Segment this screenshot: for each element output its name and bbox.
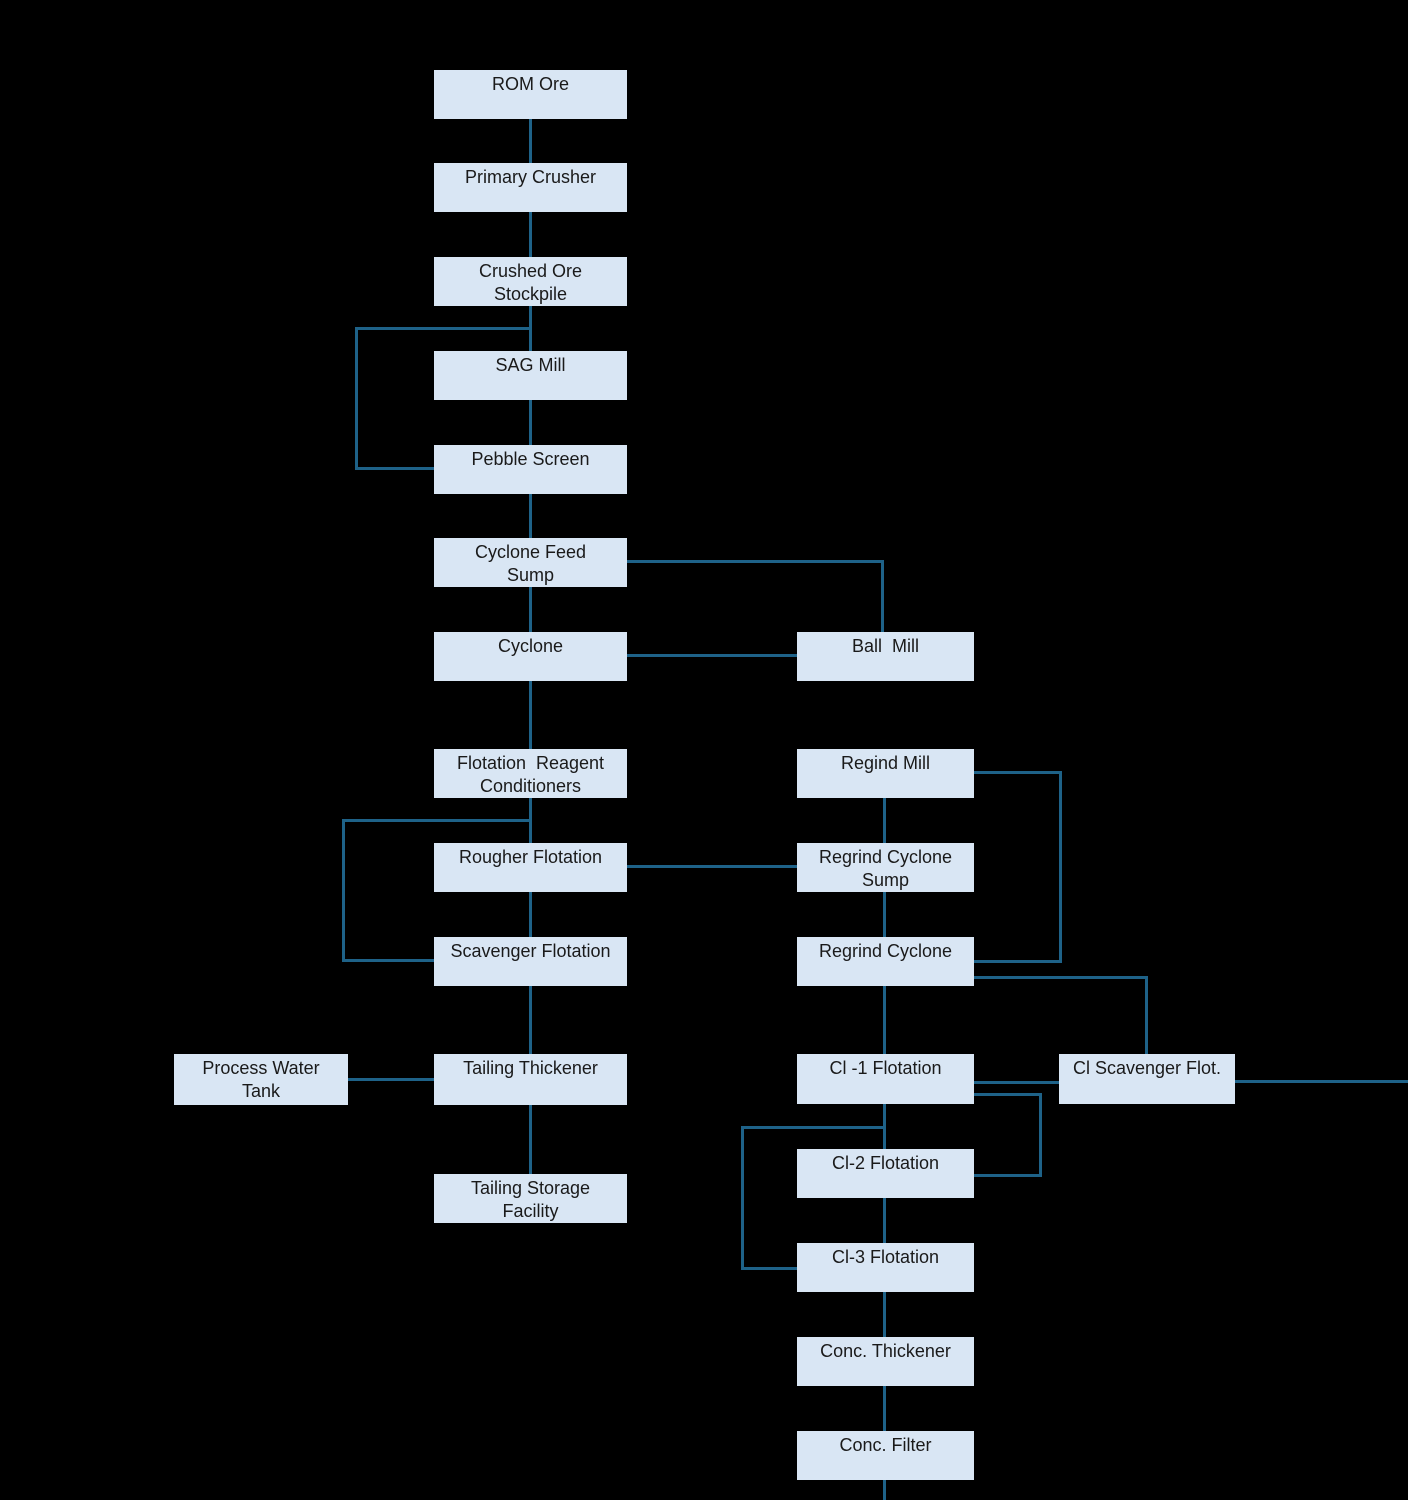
edge-conc-thickener--conc-filter xyxy=(883,1386,886,1432)
edge-cyclone-feed-sump--cyclone xyxy=(529,587,532,633)
node-conc-filter: Conc. Filter xyxy=(797,1431,974,1480)
node-label: Cl-2 Flotation xyxy=(831,1153,940,1173)
node-regind-mill: Regind Mill xyxy=(797,749,974,798)
edge-cl3-recycle-into-cl3 xyxy=(741,1267,800,1270)
node-label: Conditioners xyxy=(479,776,582,796)
edge-cyclone--ballmill xyxy=(627,654,797,657)
node-pebble-screen: Pebble Screen xyxy=(434,445,627,494)
node-primary-crusher: Primary Crusher xyxy=(434,163,627,212)
node-label: Rougher Flotation xyxy=(458,847,603,867)
edge-pebble-screen--cyclone-feed-sump xyxy=(529,494,532,539)
node-label: Cl -1 Flotation xyxy=(829,1058,942,1078)
edge-regrind-cyclone--clscav-v xyxy=(1145,976,1148,1055)
node-rougher-flotation: Rougher Flotation xyxy=(434,843,627,892)
node-label: Conc. Thickener xyxy=(820,1341,951,1361)
edge-cl3-recycle-up xyxy=(741,1126,744,1270)
node-label: Flotation Reagent xyxy=(456,753,605,773)
node-label: Conc. Filter xyxy=(839,1435,932,1455)
node-label: Cyclone xyxy=(497,636,564,656)
node-label: Primary Crusher xyxy=(464,167,597,187)
edge-regrind-sump--regrind-cyclone xyxy=(883,892,886,938)
node-label: Crushed Ore xyxy=(478,261,583,281)
edge-regind-recycle-into-cyclone xyxy=(974,960,1062,963)
node-label: Tailing Storage xyxy=(470,1178,591,1198)
node-regrind-cyclone: Regrind Cyclone xyxy=(797,937,974,986)
edge-regrind-cyclone--clscav-h xyxy=(974,976,1148,979)
edge-regind-mill--regrind-sump xyxy=(883,798,886,844)
node-label: Tank xyxy=(241,1081,281,1101)
node-label: Scavenger Flotation xyxy=(450,941,611,961)
edge-cyclone--conditioners xyxy=(529,681,532,750)
edge-pebble-recycle-top xyxy=(355,327,532,330)
edge-sag-mill--pebble-screen xyxy=(529,400,532,446)
edge-cl2-recycle-top xyxy=(965,1093,1042,1096)
edge-cl2-recycle-down xyxy=(1039,1093,1042,1177)
edge-conc-filter--out-bottom xyxy=(883,1480,886,1500)
node-label: Cl-3 Flotation xyxy=(831,1247,940,1267)
node-label: Regind Mill xyxy=(840,753,931,773)
node-label: Process Water xyxy=(202,1058,320,1078)
edge-pebble-recycle-into-screen xyxy=(355,467,435,470)
node-label: Pebble Screen xyxy=(471,449,590,469)
edge-regrind-cyclone--cl1 xyxy=(883,986,886,1055)
edge-clscav--out-right xyxy=(1235,1080,1408,1083)
edge-rougher--regrind-sump xyxy=(627,865,797,868)
edge-scavenger-recycle-into-scavenger xyxy=(342,959,435,962)
node-scavenger-flotation: Scavenger Flotation xyxy=(434,937,627,986)
edge-tailing-thickener--tsf xyxy=(529,1105,532,1175)
node-label: SAG Mill xyxy=(495,355,566,375)
node-label: Facility xyxy=(502,1201,559,1221)
edge-cl3-recycle-top xyxy=(741,1126,886,1129)
node-label: Sump xyxy=(506,565,555,585)
edge-scavenger--tailing-thickener xyxy=(529,986,532,1055)
edge-cl2-recycle-bottom xyxy=(974,1174,1042,1177)
node-conc-thickener: Conc. Thickener xyxy=(797,1337,974,1386)
edge-cl2--cl3 xyxy=(883,1198,886,1244)
edge-sump--ballmill-v xyxy=(881,560,884,633)
node-label: Cl Scavenger Flot. xyxy=(1072,1058,1222,1078)
node-label: Stockpile xyxy=(493,284,568,304)
node-cl-3-flotation: Cl-3 Flotation xyxy=(797,1243,974,1292)
node-label: Tailing Thickener xyxy=(463,1058,598,1078)
edge-regind-recycle-down xyxy=(1059,771,1062,963)
edge-rom-ore--primary-crusher xyxy=(529,119,532,164)
node-label: Cyclone Feed xyxy=(474,542,587,562)
edge-pwt--tailing-thickener xyxy=(348,1078,434,1081)
edge-sump--ballmill-h xyxy=(627,560,884,563)
node-cl-2-flotation: Cl-2 Flotation xyxy=(797,1149,974,1198)
node-tailing-thickener: Tailing Thickener xyxy=(434,1054,627,1105)
node-cl-1-flotation: Cl -1 Flotation xyxy=(797,1054,974,1104)
edge-primary-crusher--stockpile xyxy=(529,212,532,258)
node-label: Regrind Cyclone xyxy=(818,941,953,961)
node-label: Regrind Cyclone xyxy=(818,847,953,867)
node-rom-ore: ROM Ore xyxy=(434,70,627,119)
edge-cl1--clscav xyxy=(974,1081,1059,1084)
node-label: ROM Ore xyxy=(491,74,569,94)
node-sag-mill: SAG Mill xyxy=(434,351,627,400)
edge-cl3--conc-thickener xyxy=(883,1292,886,1338)
edge-rougher--scavenger xyxy=(529,892,532,938)
edge-regind-recycle-top xyxy=(974,771,1062,774)
node-label: Sump xyxy=(861,870,910,890)
edge-pebble-recycle-up xyxy=(355,327,358,470)
edge-scavenger-recycle-up xyxy=(342,819,345,962)
node-cl-scavenger-flot: Cl Scavenger Flot. xyxy=(1059,1054,1235,1104)
node-cyclone: Cyclone xyxy=(434,632,627,681)
node-label: Ball Mill xyxy=(851,636,919,656)
edge-scavenger-recycle-top xyxy=(342,819,532,822)
node-ball-mill: Ball Mill xyxy=(797,632,974,681)
